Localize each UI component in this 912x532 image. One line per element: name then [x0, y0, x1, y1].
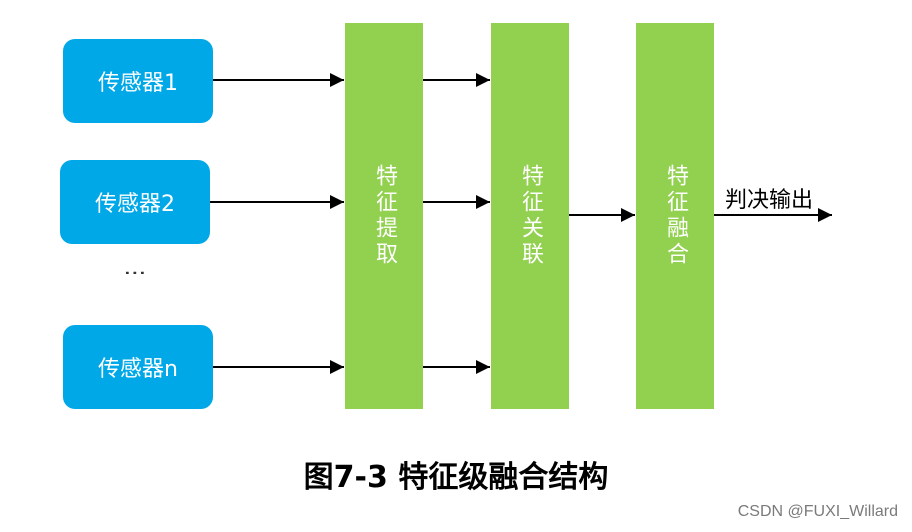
feature-extraction-label: 特征提取 [372, 164, 397, 268]
sensor-1-label: 传感器1 [98, 71, 178, 96]
feature-association-block: 特征关联 [491, 23, 569, 409]
decision-output-label: 判决输出 [725, 188, 814, 213]
watermark: CSDN @FUXI_Willard [737, 503, 898, 520]
sensor-n-box: 传感器n [63, 325, 213, 409]
feature-association-label: 特征关联 [518, 164, 543, 268]
sensor-2-box: 传感器2 [60, 160, 210, 244]
feature-fusion-block: 特征融合 [636, 23, 714, 409]
sensor-2-label: 传感器2 [95, 192, 175, 217]
feature-fusion-label: 特征融合 [663, 164, 688, 268]
sensor-1-box: 传感器1 [63, 39, 213, 123]
sensor-n-label: 传感器n [98, 357, 178, 382]
feature-extraction-block: 特征提取 [345, 23, 423, 409]
figure-caption: 图7-3 特征级融合结构 [303, 460, 609, 495]
sensor-ellipsis: ⋮ [122, 262, 147, 284]
